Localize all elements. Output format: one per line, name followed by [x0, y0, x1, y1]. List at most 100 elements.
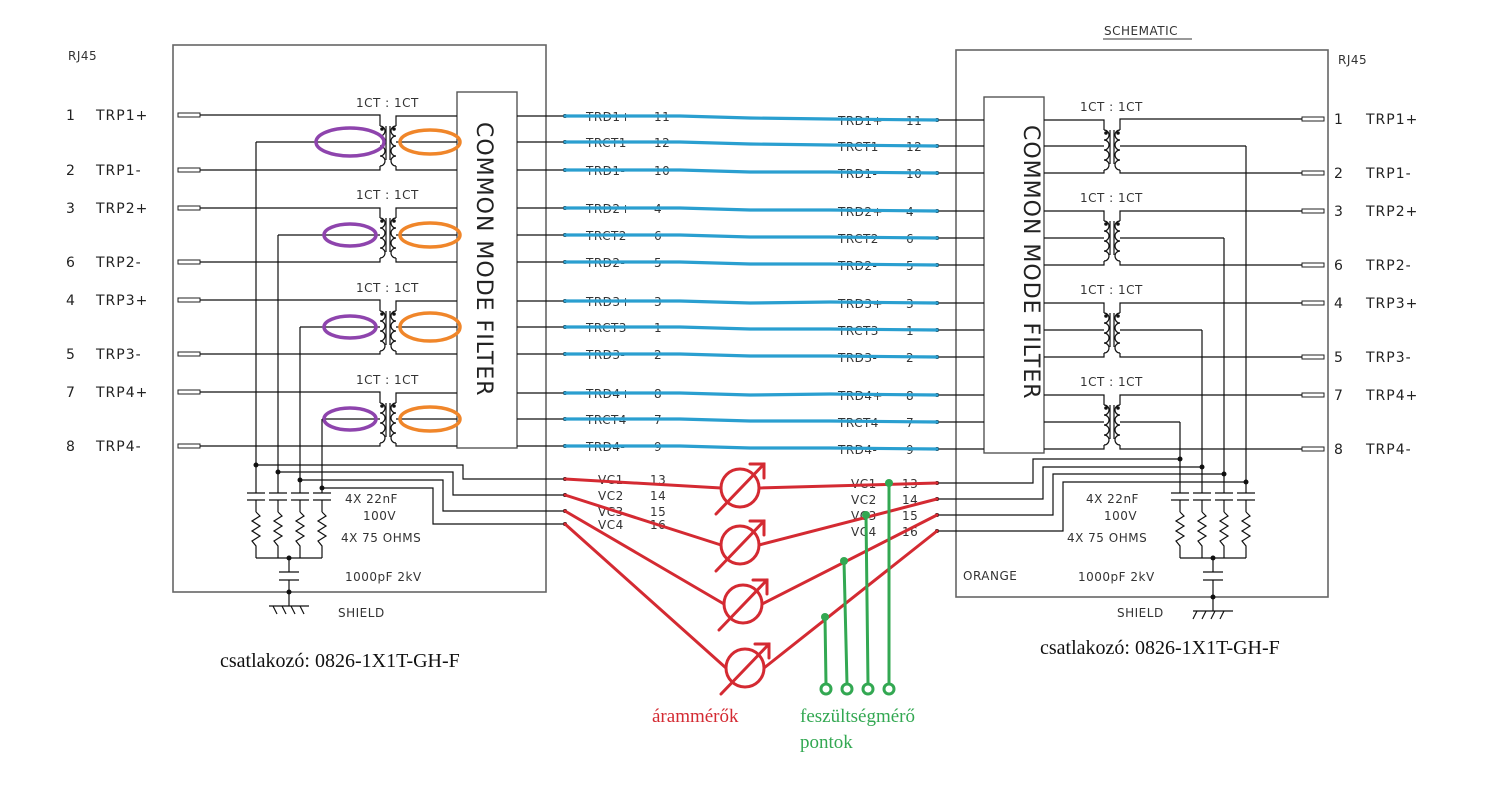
- pin-terminal: [1301, 262, 1325, 268]
- resistor: [1196, 511, 1208, 558]
- rj-wire: [200, 299, 381, 311]
- left-rj45-label: RJ45: [68, 49, 97, 63]
- rj-wire: [200, 443, 381, 447]
- vc-pin-left: 15: [650, 505, 666, 519]
- transformer-ratio-label: 1CT : 1CT: [356, 373, 419, 387]
- vc-pin-left: 14: [650, 489, 666, 503]
- rj45-pin-name: TRP3-: [95, 347, 142, 363]
- pin-terminal: [1301, 170, 1325, 176]
- rj45-pin-name: TRP1-: [95, 163, 142, 179]
- rj45-pin-name: TRP3-: [1365, 350, 1412, 366]
- voltage-measurement-points: [819, 479, 896, 696]
- resistor: [1218, 511, 1230, 558]
- junction-dot: [286, 589, 292, 595]
- pin-terminal: [1301, 300, 1325, 306]
- signal-name-right: TRCT4: [837, 416, 879, 430]
- rj-wire: [1119, 445, 1302, 450]
- ammeter-lead-right: [760, 513, 939, 606]
- rj45-pin-name: TRP1-: [1365, 166, 1412, 182]
- cmf-wire: [1044, 353, 1105, 358]
- pin-terminal: [177, 389, 201, 395]
- polarity-dot: [380, 404, 384, 408]
- rj-wire: [1119, 394, 1302, 405]
- rj-wire: [200, 391, 381, 403]
- ground-hatch: [1201, 610, 1207, 620]
- blue-connection-wire: [563, 444, 939, 451]
- rj45-pin-name: TRP1+: [95, 108, 148, 124]
- purple-marker-ellipse: [322, 314, 378, 340]
- blue-connection-wire: [563, 325, 939, 332]
- polarity-dot: [380, 312, 384, 316]
- rj45-pin-name: TRP2+: [1365, 204, 1418, 220]
- cmf-wire: [395, 207, 457, 218]
- rj45-pin-number: 7: [66, 385, 76, 401]
- cmf-wire: [395, 166, 457, 171]
- rj45-pin-number: 8: [1334, 442, 1344, 458]
- primary-coil: [379, 310, 386, 352]
- cmf-wire: [395, 258, 457, 263]
- vc-name-right: VC2: [851, 493, 877, 507]
- pin-terminal: [1301, 354, 1325, 360]
- rj45-pin-number: 8: [66, 439, 76, 455]
- secondary-coil: [390, 310, 397, 352]
- vc-route-wire: [937, 473, 1224, 516]
- vc-name-left: VC4: [598, 518, 624, 532]
- ground-hatch: [1210, 610, 1216, 620]
- rj-wire: [200, 207, 381, 218]
- ammeter-group: [563, 462, 939, 696]
- primary-coil: [379, 217, 386, 259]
- vc-route-wire: [256, 464, 565, 480]
- polarity-dot: [1104, 222, 1108, 226]
- vc-name-left: VC2: [598, 489, 624, 503]
- orange-marker-ellipse: [398, 128, 462, 156]
- rj45-pin-number: 5: [1334, 350, 1344, 366]
- signal-name-right: TRD3+: [837, 297, 883, 311]
- cmf-wire: [395, 351, 457, 355]
- ammeter-arrow-shaft: [714, 519, 766, 573]
- vc-route-wire: [322, 487, 565, 525]
- resistor: [1174, 511, 1186, 558]
- transformer-ratio-label: 1CT : 1CT: [1080, 191, 1143, 205]
- rj45-pin-number: 2: [1334, 166, 1344, 182]
- vc-name-left: VC1: [598, 473, 624, 487]
- resistor-spec: 4X 75 OHMS: [1067, 531, 1147, 545]
- blue-connection-wire: [563, 299, 939, 305]
- capacitor-spec: 4X 22nF: [1086, 492, 1139, 506]
- voltage-probe-wire: [823, 615, 828, 686]
- polarity-dot: [1104, 131, 1108, 135]
- ammeter-lead-left: [563, 509, 726, 606]
- ground-hatch: [281, 605, 287, 615]
- transformer-ratio-label: 1CT : 1CT: [1080, 283, 1143, 297]
- ammeter-arrow-shaft: [714, 462, 766, 516]
- ammeter-lead-left: [563, 522, 728, 670]
- shield-capacitor-spec: 1000pF 2kV: [1078, 570, 1155, 584]
- ammeter-lead-left: [563, 493, 723, 547]
- rj45-pin-name: TRP1+: [1365, 112, 1418, 128]
- pin-terminal: [1301, 392, 1325, 398]
- purple-marker-ellipse: [322, 222, 378, 248]
- resistor: [272, 511, 284, 558]
- ammeter-arrow-head: [753, 642, 771, 660]
- rj45-pin-name: TRP4-: [1365, 442, 1412, 458]
- left-connector-caption: csatlakozó: 0826-1X1T-GH-F: [220, 650, 460, 672]
- rj45-pin-name: TRP2-: [95, 255, 142, 271]
- capacitor-voltage: 100V: [1104, 509, 1137, 523]
- blue-connection-wire: [563, 417, 939, 424]
- transformer-ratio-label: 1CT : 1CT: [356, 281, 419, 295]
- rj-wire: [1119, 170, 1302, 174]
- orange-marker-ellipse: [398, 405, 462, 433]
- signal-name-right: TRD1+: [837, 114, 883, 128]
- cmf-wire: [1044, 445, 1105, 450]
- signal-name-right: TRD4-: [837, 443, 877, 457]
- common-mode-filter-box: [983, 96, 1045, 454]
- ground-hatch: [272, 605, 278, 615]
- polarity-dot: [1104, 406, 1108, 410]
- primary-coil: [379, 125, 386, 167]
- polarity-dot: [392, 127, 396, 131]
- common-mode-filter-box: [456, 91, 518, 449]
- polarity-dot: [380, 127, 384, 131]
- cmf-wire: [1044, 210, 1105, 221]
- vc-route-wire: [937, 481, 1246, 532]
